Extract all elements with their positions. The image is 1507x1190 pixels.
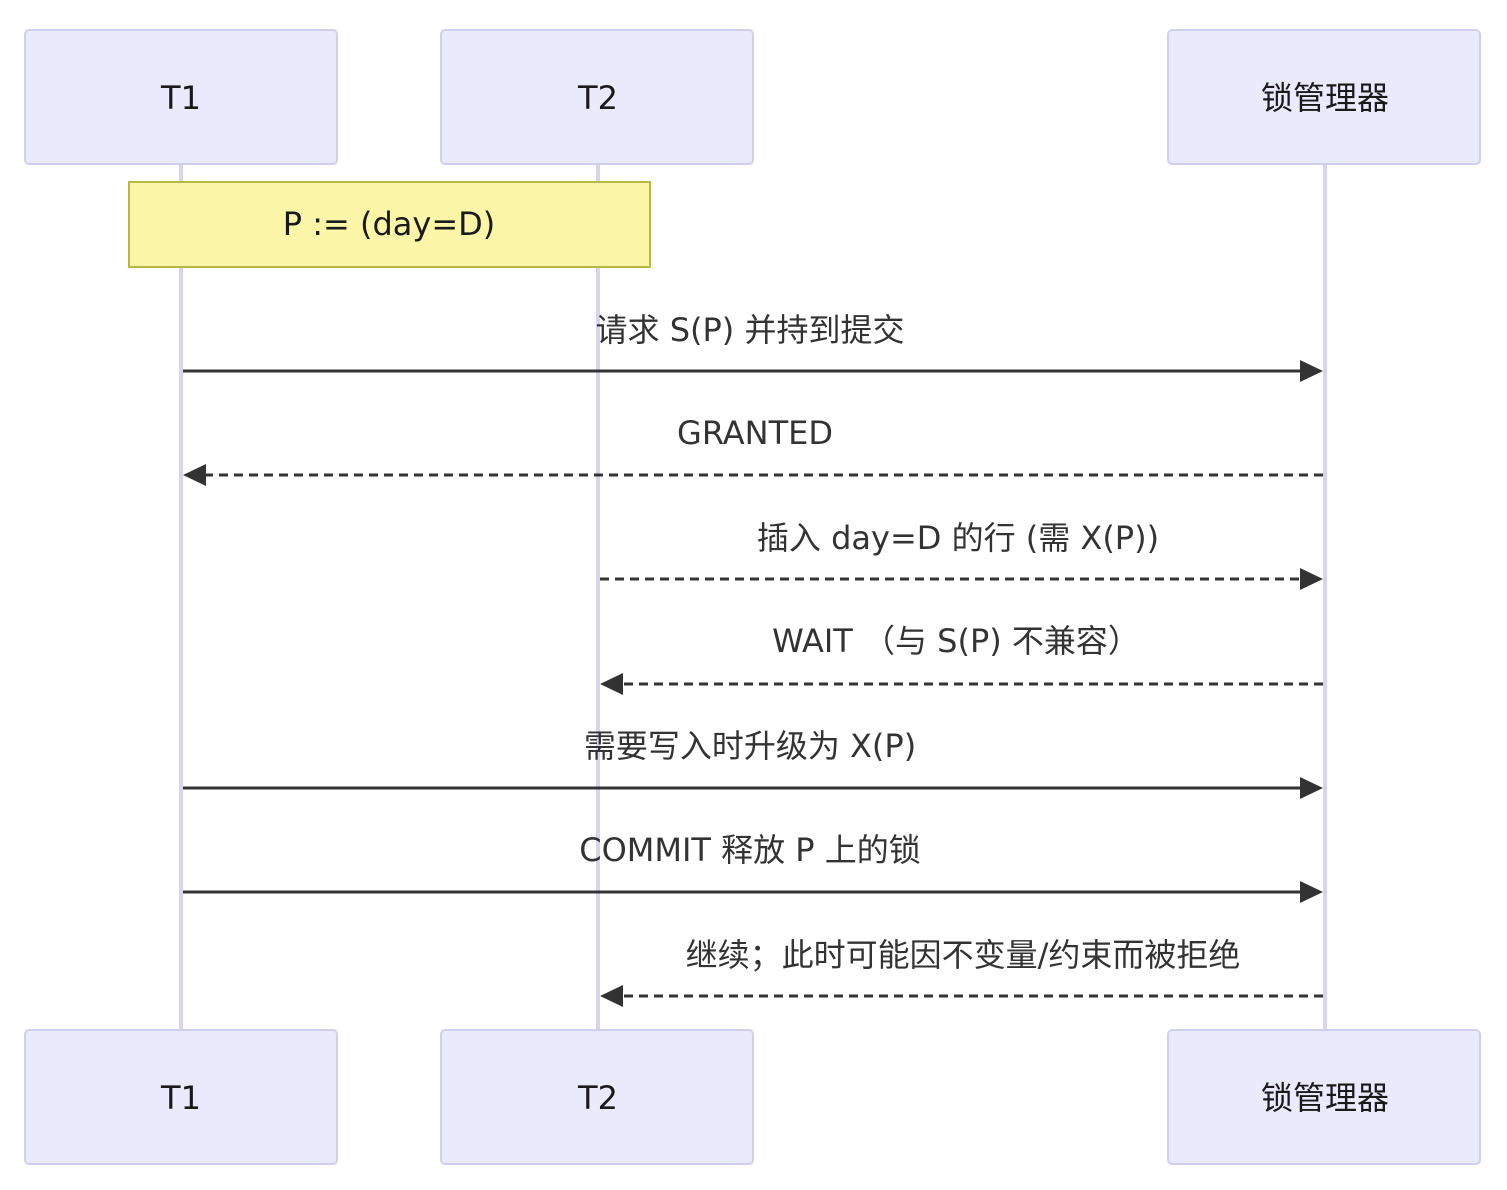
actors-bottom: T1 T2 锁管理器: [24, 1029, 1481, 1165]
message-3: 插入 day=D 的行 (需 X(P)): [600, 519, 1323, 590]
message-6-label: COMMIT 释放 P 上的锁: [579, 831, 921, 869]
note-box: [128, 181, 651, 268]
actor-lock-manager-label: 锁管理器: [1261, 79, 1389, 117]
actor-lock-manager-bottom[interactable]: 锁管理器: [1167, 1029, 1481, 1165]
actor-t1-label: T1: [160, 79, 201, 117]
note: P := (day=D): [128, 181, 651, 268]
message-3-arrowhead: [1300, 568, 1323, 590]
message-7-label: 继续；此时可能因不变量/约束而被拒绝: [686, 936, 1241, 974]
messages: 请求 S(P) 并持到提交 GRANTED 插入 day=D 的行 (需 X(P…: [183, 311, 1323, 1007]
message-5: 需要写入时升级为 X(P): [183, 727, 1323, 799]
actor-t2-top[interactable]: T2: [440, 29, 754, 165]
actor-t1-bottom[interactable]: T1: [24, 1029, 338, 1165]
actor-t2-bottom-label: T2: [577, 1079, 618, 1117]
actor-t1-top[interactable]: T1: [24, 29, 338, 165]
message-4-arrowhead: [600, 673, 623, 695]
message-5-arrowhead: [1300, 777, 1323, 799]
message-2-arrowhead: [183, 464, 206, 486]
message-7-arrowhead: [600, 985, 623, 1007]
actor-t2-bottom[interactable]: T2: [440, 1029, 754, 1165]
message-7: 继续；此时可能因不变量/约束而被拒绝: [600, 936, 1323, 1007]
message-4-label: WAIT （与 S(P) 不兼容）: [772, 622, 1140, 660]
message-4: WAIT （与 S(P) 不兼容）: [600, 622, 1323, 695]
actor-lock-manager-top[interactable]: 锁管理器: [1167, 29, 1481, 165]
message-3-label: 插入 day=D 的行 (需 X(P)): [757, 519, 1159, 557]
actor-lock-manager-bottom-label: 锁管理器: [1261, 1079, 1389, 1117]
message-6-arrowhead: [1300, 881, 1323, 903]
actors-top: T1 T2 锁管理器: [24, 29, 1481, 165]
message-2: GRANTED: [183, 414, 1323, 486]
actor-t2-label: T2: [577, 79, 618, 117]
message-2-label: GRANTED: [677, 414, 833, 452]
message-1-arrowhead: [1300, 360, 1323, 382]
note-text: P := (day=D): [283, 205, 496, 243]
lifelines: [179, 164, 1327, 1030]
message-5-label: 需要写入时升级为 X(P): [584, 727, 916, 765]
message-1: 请求 S(P) 并持到提交: [183, 311, 1323, 382]
message-6: COMMIT 释放 P 上的锁: [183, 831, 1323, 903]
message-1-label: 请求 S(P) 并持到提交: [596, 311, 905, 349]
actor-t1-bottom-label: T1: [160, 1079, 201, 1117]
